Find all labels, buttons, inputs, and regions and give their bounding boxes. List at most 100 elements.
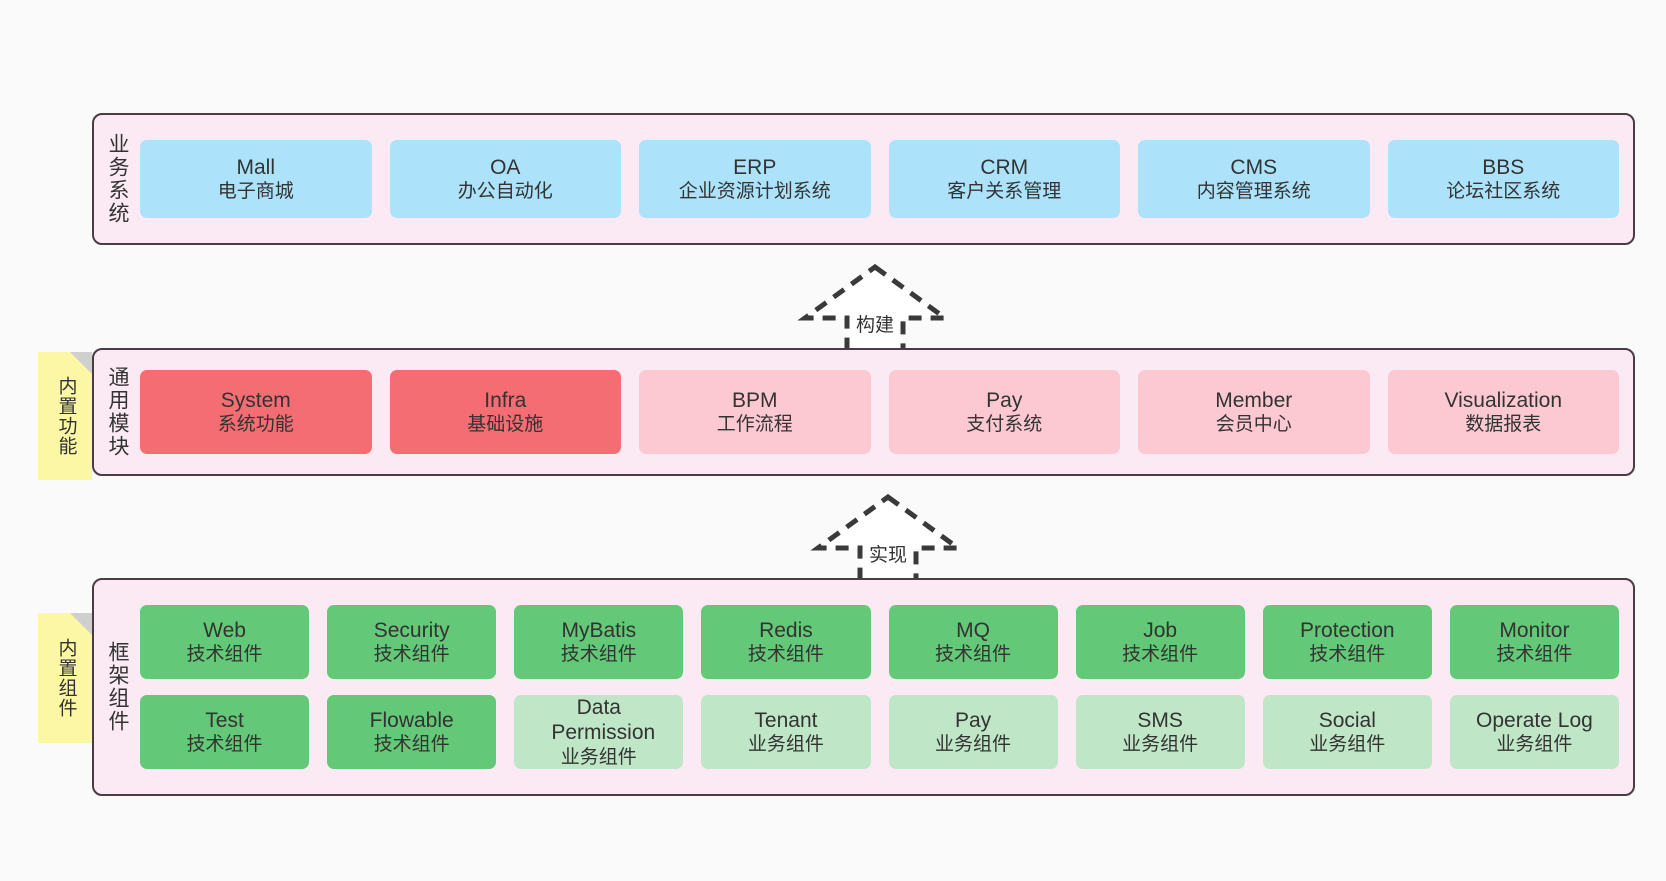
card-job-subtitle: 技术组件 bbox=[1122, 644, 1199, 666]
layer-common-modules-label: 通用模块 bbox=[106, 366, 130, 458]
card-test[interactable]: Test 技术组件 bbox=[140, 695, 310, 769]
card-web[interactable]: Web 技术组件 bbox=[140, 605, 310, 679]
card-data-permission[interactable]: Data Permission 业务组件 bbox=[514, 695, 684, 769]
card-bpm-title: BPM bbox=[731, 388, 778, 412]
card-security[interactable]: Security 技术组件 bbox=[327, 605, 497, 679]
card-protection-title: Protection bbox=[1300, 618, 1395, 642]
layer-business-systems-label: 业务系统 bbox=[106, 133, 130, 225]
note-builtin-components-label: 内置组件 bbox=[55, 638, 77, 718]
card-cms-title: CMS bbox=[1230, 155, 1278, 179]
build-arrow-glyph bbox=[797, 263, 953, 355]
card-security-subtitle: 技术组件 bbox=[373, 644, 450, 666]
card-mall-title: Mall bbox=[236, 155, 275, 179]
note-fold-icon bbox=[70, 352, 92, 374]
card-infra[interactable]: Infra 基础设施 bbox=[389, 370, 621, 454]
card-system-subtitle: 系统功能 bbox=[217, 414, 294, 436]
card-mq-subtitle: 技术组件 bbox=[935, 644, 1012, 666]
card-mybatis[interactable]: MyBatis 技术组件 bbox=[514, 605, 684, 679]
card-protection-subtitle: 技术组件 bbox=[1309, 644, 1386, 666]
card-social-title: Social bbox=[1318, 708, 1376, 732]
card-sms-title: SMS bbox=[1137, 708, 1183, 732]
card-flowable-subtitle: 技术组件 bbox=[373, 734, 450, 756]
card-cms[interactable]: CMS 内容管理系统 bbox=[1138, 140, 1370, 218]
layer-business-systems: 业务系统 Mall 电子商城 OA 办公自动化 ERP 企业资源计划系统 CRM… bbox=[92, 113, 1635, 245]
layer-business-systems-body: Mall 电子商城 OA 办公自动化 ERP 企业资源计划系统 CRM 客户关系… bbox=[140, 115, 1633, 243]
card-sms-subtitle: 业务组件 bbox=[1122, 734, 1199, 756]
note-builtin-features-label: 内置功能 bbox=[55, 376, 77, 456]
card-infra-title: Infra bbox=[484, 388, 527, 412]
build-arrow: 构建 bbox=[795, 262, 955, 357]
card-test-title: Test bbox=[205, 708, 244, 732]
business-systems-row: Mall 电子商城 OA 办公自动化 ERP 企业资源计划系统 CRM 客户关系… bbox=[140, 140, 1619, 218]
card-bpm-subtitle: 工作流程 bbox=[716, 414, 793, 436]
card-monitor-title: Monitor bbox=[1499, 618, 1570, 642]
implement-arrow: 实现 bbox=[808, 492, 968, 587]
layer-common-modules-body: System 系统功能 Infra 基础设施 BPM 工作流程 Pay 支付系统… bbox=[140, 350, 1633, 474]
card-data-permission-title: Data Permission bbox=[551, 695, 656, 745]
common-modules-row: System 系统功能 Infra 基础设施 BPM 工作流程 Pay 支付系统… bbox=[140, 370, 1619, 454]
card-bbs-title: BBS bbox=[1482, 155, 1525, 179]
card-mall[interactable]: Mall 电子商城 bbox=[140, 140, 372, 218]
card-protection[interactable]: Protection 技术组件 bbox=[1262, 605, 1432, 679]
card-test-subtitle: 技术组件 bbox=[186, 734, 263, 756]
card-visualization[interactable]: Visualization 数据报表 bbox=[1387, 370, 1619, 454]
card-erp-title: ERP bbox=[733, 155, 777, 179]
card-mybatis-subtitle: 技术组件 bbox=[560, 644, 637, 666]
card-mq[interactable]: MQ 技术组件 bbox=[888, 605, 1058, 679]
card-pay-module-title: Pay bbox=[986, 388, 1023, 412]
framework-tech-row: Web 技术组件 Security 技术组件 MyBatis 技术组件 Redi… bbox=[140, 605, 1619, 679]
layer-common-modules: 通用模块 System 系统功能 Infra 基础设施 BPM 工作流程 Pay… bbox=[92, 348, 1635, 476]
card-web-title: Web bbox=[203, 618, 246, 642]
card-crm[interactable]: CRM 客户关系管理 bbox=[888, 140, 1120, 218]
card-mall-subtitle: 电子商城 bbox=[217, 181, 294, 203]
card-operate-log-title: Operate Log bbox=[1476, 708, 1593, 732]
card-visualization-subtitle: 数据报表 bbox=[1465, 414, 1542, 436]
card-pay-module-subtitle: 支付系统 bbox=[966, 414, 1043, 436]
card-member[interactable]: Member 会员中心 bbox=[1138, 370, 1370, 454]
card-erp[interactable]: ERP 企业资源计划系统 bbox=[639, 140, 871, 218]
card-security-title: Security bbox=[373, 618, 450, 642]
card-member-title: Member bbox=[1215, 388, 1293, 412]
card-bbs[interactable]: BBS 论坛社区系统 bbox=[1387, 140, 1619, 218]
card-system-title: System bbox=[220, 388, 291, 412]
card-flowable[interactable]: Flowable 技术组件 bbox=[327, 695, 497, 769]
card-pay-component-title: Pay bbox=[954, 708, 992, 732]
card-operate-log[interactable]: Operate Log 业务组件 bbox=[1449, 695, 1619, 769]
card-tenant-subtitle: 业务组件 bbox=[747, 734, 824, 756]
card-redis[interactable]: Redis 技术组件 bbox=[701, 605, 871, 679]
card-visualization-title: Visualization bbox=[1444, 388, 1563, 412]
card-redis-subtitle: 技术组件 bbox=[747, 644, 824, 666]
card-data-permission-subtitle: 业务组件 bbox=[560, 747, 637, 769]
card-oa-subtitle: 办公自动化 bbox=[457, 181, 553, 203]
layer-framework-components: 框架组件 Web 技术组件 Security 技术组件 MyBatis 技术组件… bbox=[92, 578, 1635, 796]
card-social[interactable]: Social 业务组件 bbox=[1262, 695, 1432, 769]
implement-arrow-glyph bbox=[810, 493, 966, 585]
card-oa-title: OA bbox=[490, 155, 521, 179]
card-infra-subtitle: 基础设施 bbox=[467, 414, 544, 436]
card-mq-title: MQ bbox=[956, 618, 990, 642]
layer-framework-components-label: 框架组件 bbox=[106, 641, 130, 733]
card-redis-title: Redis bbox=[759, 618, 813, 642]
card-crm-title: CRM bbox=[980, 155, 1029, 179]
card-monitor[interactable]: Monitor 技术组件 bbox=[1449, 605, 1619, 679]
card-pay-component-subtitle: 业务组件 bbox=[935, 734, 1012, 756]
card-pay-module[interactable]: Pay 支付系统 bbox=[888, 370, 1120, 454]
card-tenant-title: Tenant bbox=[754, 708, 818, 732]
card-sms[interactable]: SMS 业务组件 bbox=[1075, 695, 1245, 769]
card-job-title: Job bbox=[1143, 618, 1178, 642]
card-pay-component[interactable]: Pay 业务组件 bbox=[888, 695, 1058, 769]
card-job[interactable]: Job 技术组件 bbox=[1075, 605, 1245, 679]
card-system[interactable]: System 系统功能 bbox=[140, 370, 372, 454]
layer-framework-components-body: Web 技术组件 Security 技术组件 MyBatis 技术组件 Redi… bbox=[140, 580, 1633, 794]
card-oa[interactable]: OA 办公自动化 bbox=[389, 140, 621, 218]
card-bbs-subtitle: 论坛社区系统 bbox=[1446, 181, 1561, 203]
card-tenant[interactable]: Tenant 业务组件 bbox=[701, 695, 871, 769]
framework-business-row: Test 技术组件 Flowable 技术组件 Data Permission … bbox=[140, 695, 1619, 769]
card-operate-log-subtitle: 业务组件 bbox=[1496, 734, 1573, 756]
card-social-subtitle: 业务组件 bbox=[1309, 734, 1386, 756]
card-mybatis-title: MyBatis bbox=[561, 618, 637, 642]
note-builtin-components: 内置组件 bbox=[38, 613, 92, 743]
card-bpm[interactable]: BPM 工作流程 bbox=[639, 370, 871, 454]
card-crm-subtitle: 客户关系管理 bbox=[947, 181, 1062, 203]
